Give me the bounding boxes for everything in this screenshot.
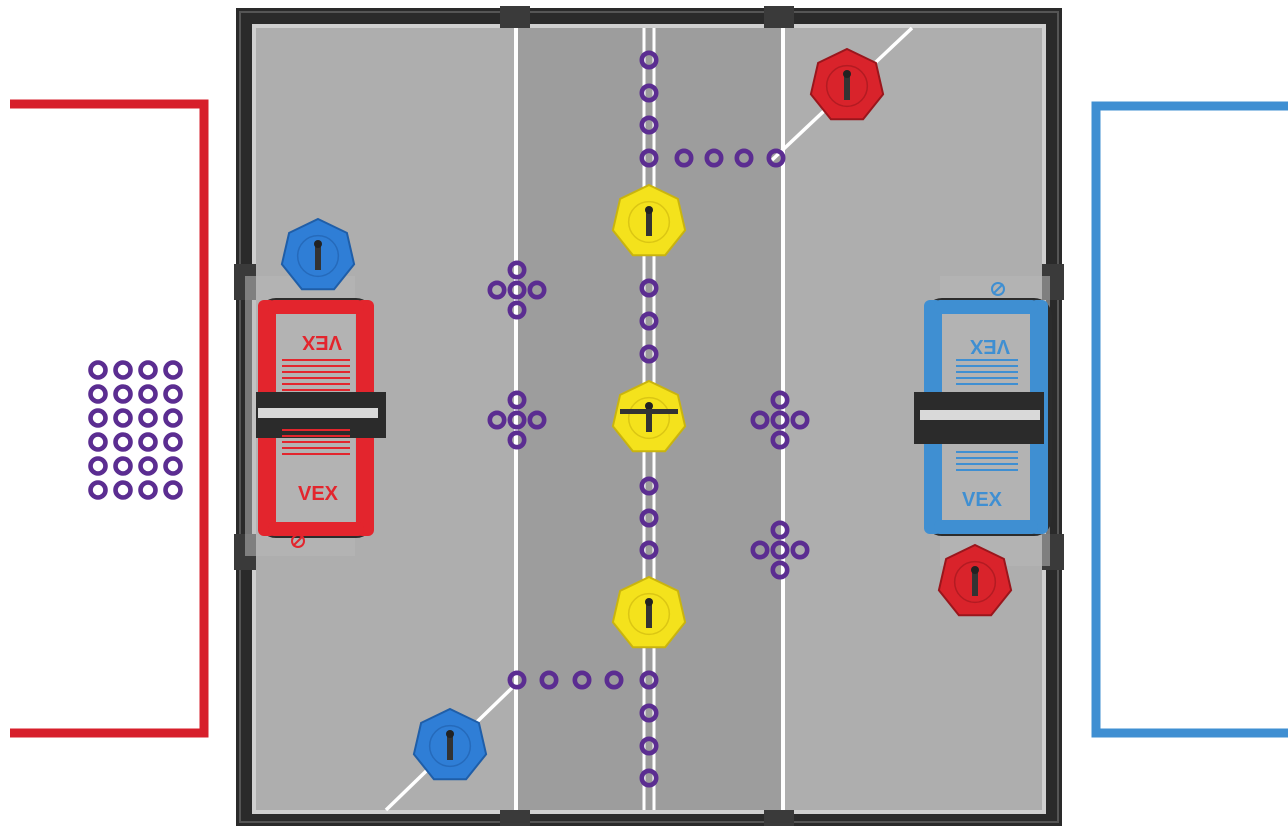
preload-ring xyxy=(141,387,156,402)
preload-ring xyxy=(166,387,181,402)
blue-platform-logo-bottom: VEX xyxy=(962,489,1003,511)
red-platform-logo-bottom: VEX xyxy=(298,483,339,505)
preload-ring xyxy=(116,363,131,378)
preload-ring xyxy=(141,363,156,378)
preload-ring xyxy=(141,483,156,498)
preload-ring xyxy=(91,411,106,426)
preload-ring xyxy=(116,459,131,474)
preload-ring xyxy=(91,483,106,498)
preload-ring xyxy=(166,411,181,426)
preload-ring xyxy=(166,459,181,474)
preload-ring xyxy=(141,411,156,426)
preload-ring xyxy=(141,459,156,474)
preload-ring xyxy=(91,459,106,474)
preload-ring xyxy=(116,435,131,450)
preload-ring xyxy=(91,363,106,378)
red-platform-logo-top: VEX xyxy=(301,331,342,353)
preload-ring xyxy=(141,435,156,450)
preload-ring xyxy=(91,387,106,402)
red-platform: VEX VEX xyxy=(245,276,386,556)
center-goal-bar xyxy=(620,409,678,414)
preload-ring xyxy=(166,363,181,378)
red-preload-rings xyxy=(91,363,181,498)
preload-ring xyxy=(116,411,131,426)
preload-ring xyxy=(116,387,131,402)
preload-ring xyxy=(166,483,181,498)
blue-alliance-station xyxy=(1096,106,1288,733)
preload-ring xyxy=(166,435,181,450)
preload-ring xyxy=(91,435,106,450)
blue-platform: VEX VEX xyxy=(914,276,1050,566)
blue-platform-logo-top: VEX xyxy=(969,335,1010,357)
preload-ring xyxy=(116,483,131,498)
